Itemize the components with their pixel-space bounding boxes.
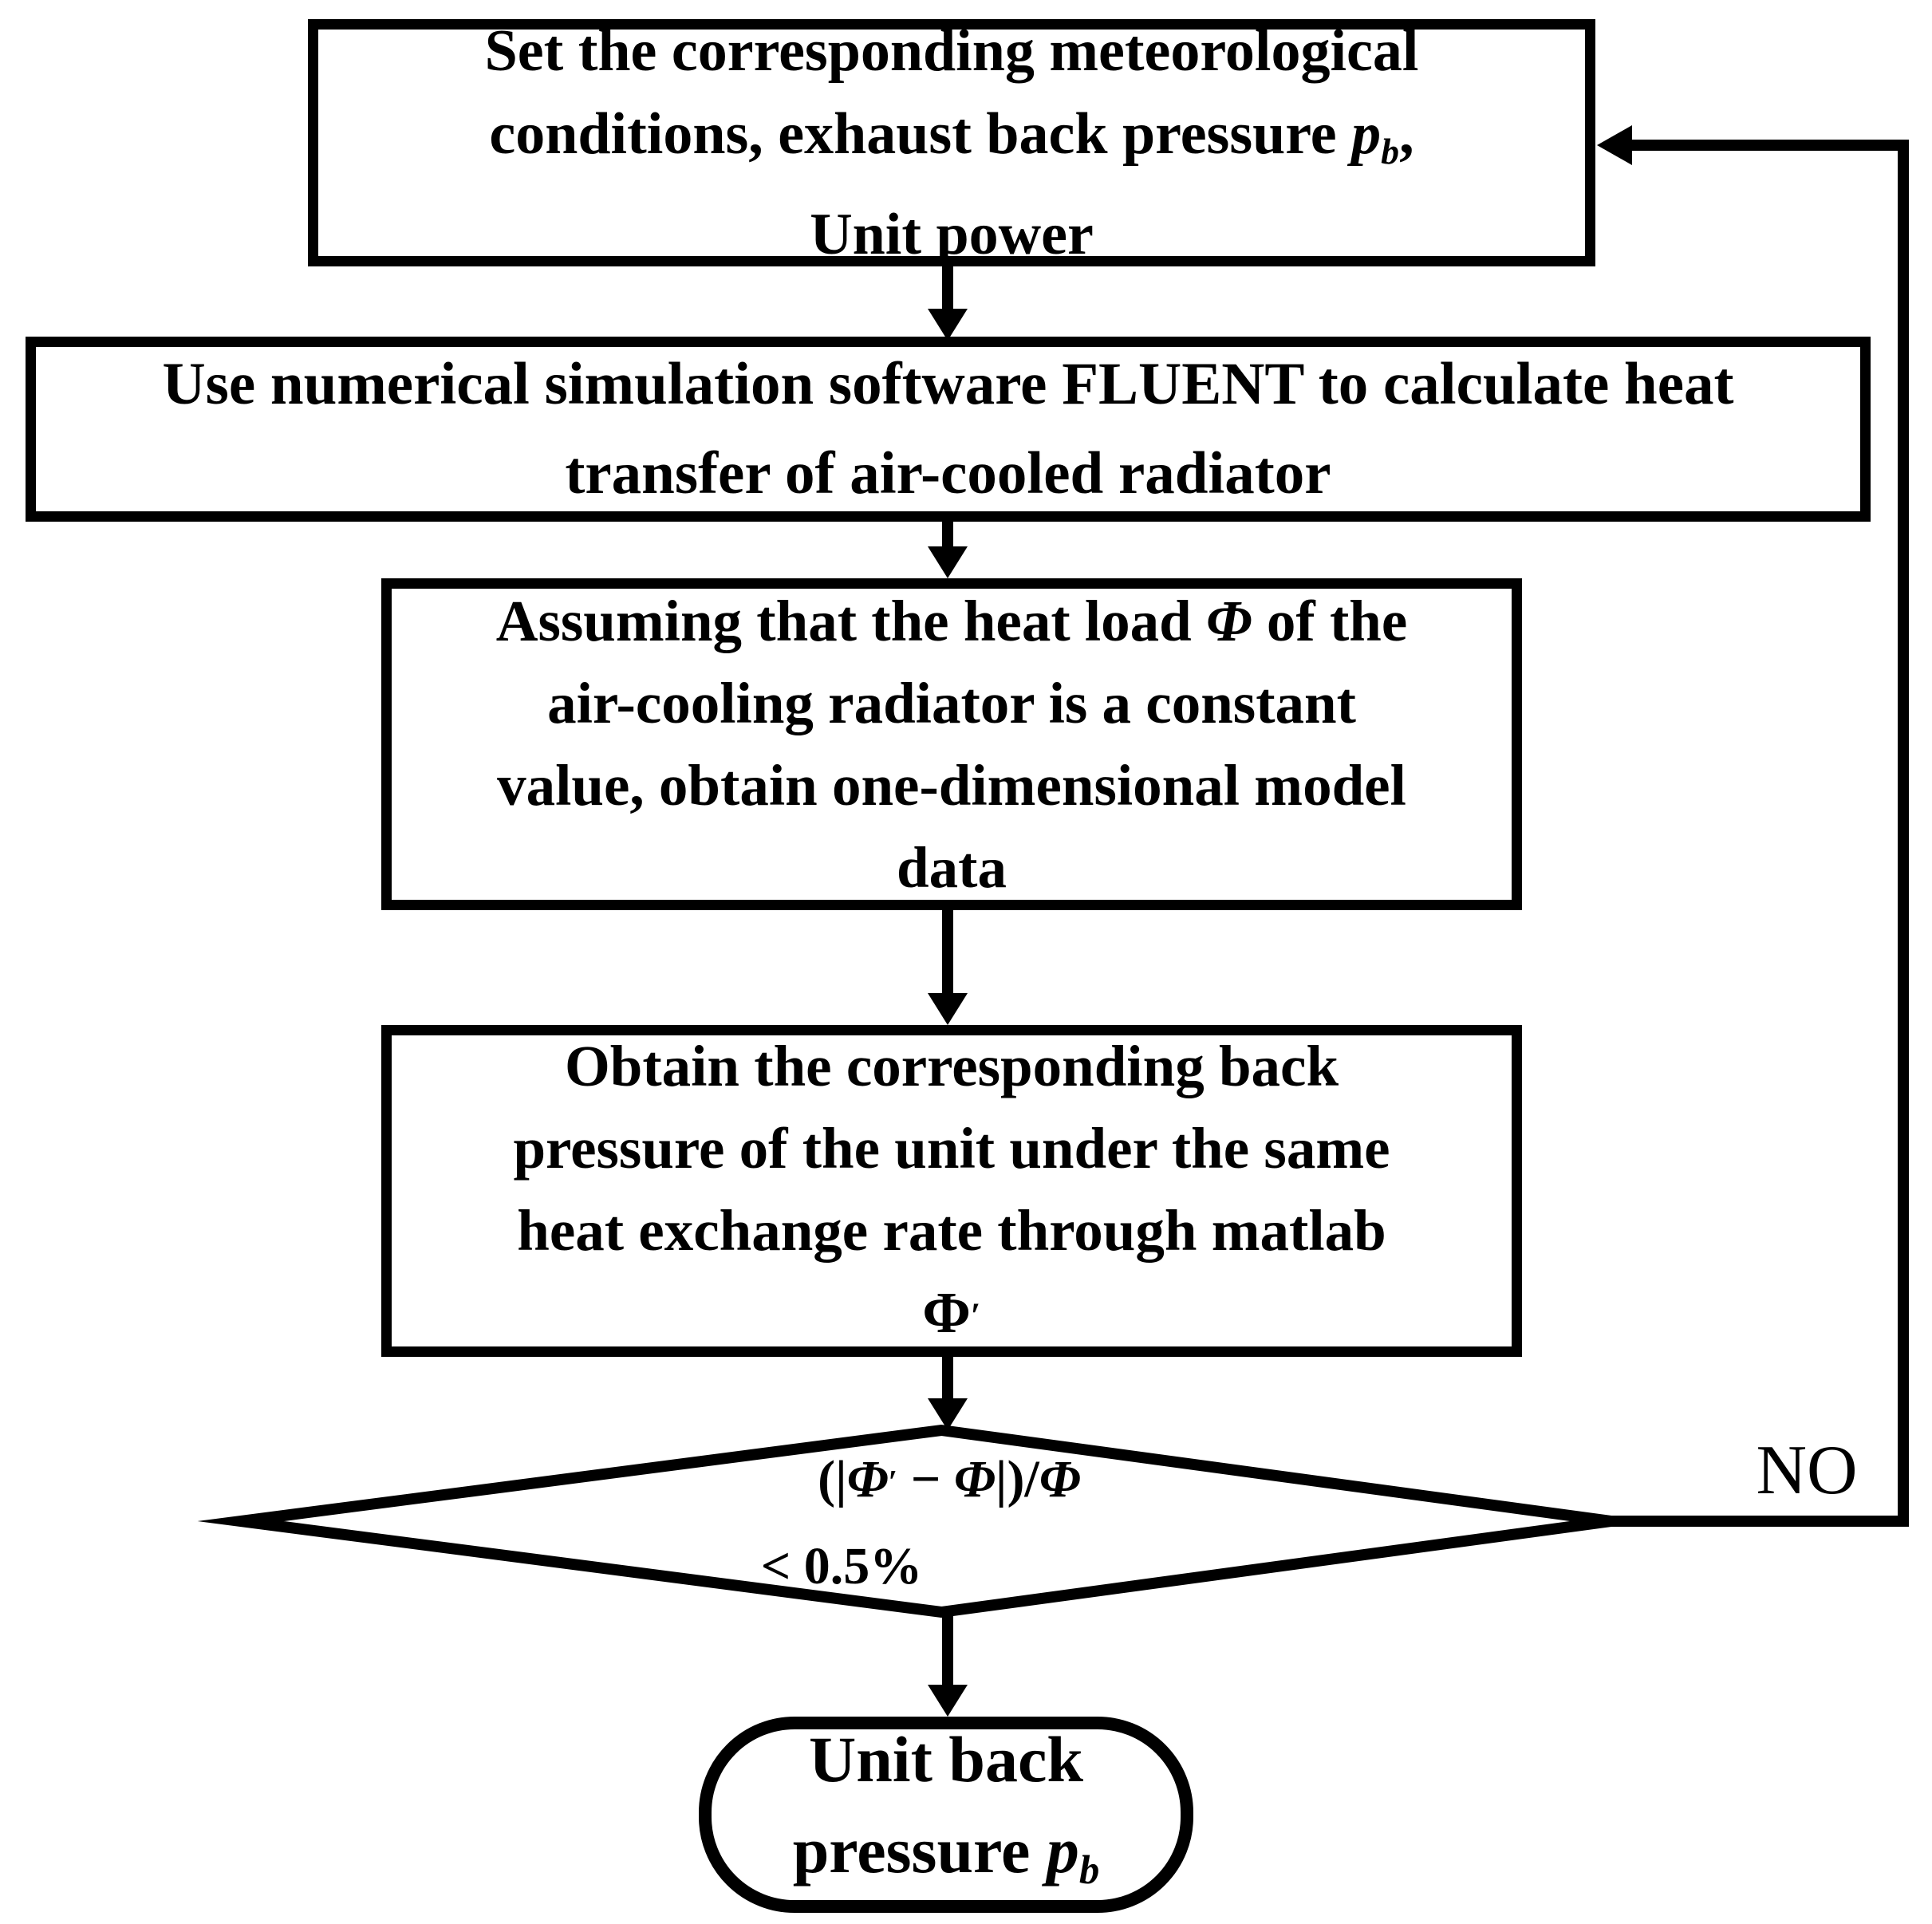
math-var-phi: Φ [953,1450,996,1508]
node-set-conditions: Set the corresponding meteorological con… [308,18,1595,267]
edge-label-no: NO [1756,1432,1858,1509]
node-text-line: Unit power [810,201,1094,267]
math-sub-b: b [1381,130,1400,172]
prime-mark: ′ [888,1464,898,1500]
arrowhead-down-icon [928,1398,968,1430]
node-text-line: Assuming that the heat load Φ of the [495,589,1408,653]
math-var-p: p [1046,1813,1079,1887]
node-text-line: pressure of the unit under the same [513,1115,1390,1181]
math-var-phi: Φ [1039,1450,1081,1508]
decision-diamond-shape [197,1424,1654,1618]
arrowhead-down-icon [928,309,968,341]
decision-convergence-label: (|Φ′ − Φ|)/Φ < 0.5% [558,1437,1340,1609]
node-text-line: conditions, exhaust back pressure pb, [489,101,1414,172]
math-var-phi: Φ [846,1450,889,1508]
edge-feedback-no [1611,140,1909,1527]
arrowhead-down-icon [928,1685,968,1717]
node-text-line: heat exchange rate through matlab [517,1197,1386,1263]
math-var-phi: Φ [1206,589,1252,653]
arrowhead-down-icon [928,546,968,578]
arrowhead-left-icon [1597,125,1632,165]
math-var-p: p [1351,101,1382,168]
node-text-line: data [897,835,1007,900]
node-text-line: pressure pb [792,1813,1100,1893]
node-text-line: air-cooling radiator is a constant [547,671,1356,735]
decision-expression: (|Φ′ − Φ|)/Φ [818,1450,1081,1508]
node-assume-heat-load: Assuming that the heat load Φ of the air… [381,578,1522,910]
node-terminal-unit-back-pressure: Unit back pressure pb [699,1717,1193,1913]
math-sub-b: b [1078,1847,1100,1893]
arrowhead-down-icon [928,993,968,1025]
decision-threshold: < 0.5% [760,1537,923,1596]
node-text-line: Obtain the corresponding back [564,1033,1339,1098]
node-matlab-back-pressure: Obtain the corresponding back pressure o… [381,1025,1522,1357]
node-fluent-simulation: Use numerical simulation software FLUENT… [26,337,1871,522]
node-text-line: Set the corresponding meteorological [484,18,1419,85]
node-text-line: Use numerical simulation software FLUENT… [162,351,1734,417]
node-text-line: Φ′ [922,1271,980,1358]
math-var-phi: Φ [922,1279,971,1345]
node-text-line: value, obtain one-dimensional model [497,753,1406,818]
node-text-line: transfer of air-cooled radiator [565,440,1331,507]
prime-mark: ′ [970,1295,981,1336]
node-text-line: Unit back [808,1722,1083,1796]
